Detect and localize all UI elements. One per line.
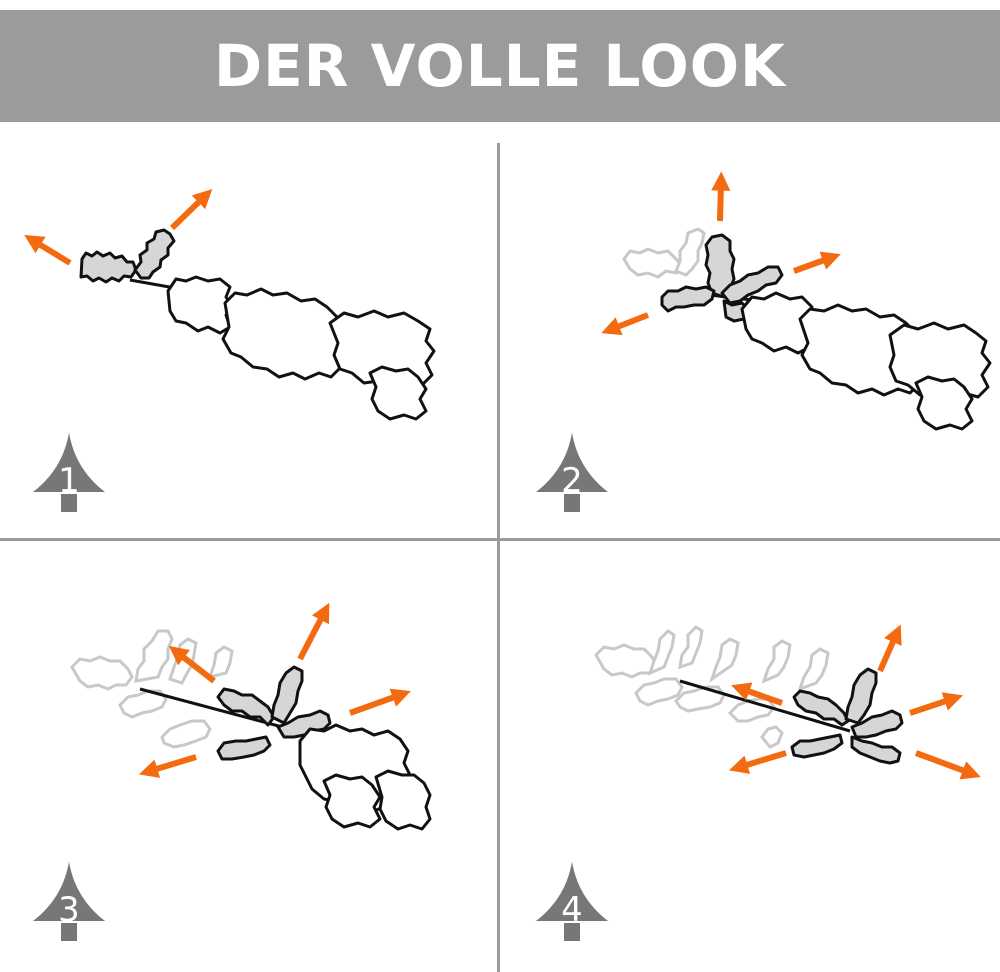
tree-icon bbox=[26, 854, 112, 943]
tree-icon bbox=[529, 854, 615, 943]
step-3-badge: 3 bbox=[24, 854, 114, 950]
step-3-illustration bbox=[70, 602, 432, 831]
step-1-illustration bbox=[24, 188, 436, 421]
header-bar: DER VOLLE LOOK bbox=[0, 10, 1000, 122]
step-number: 1 bbox=[58, 461, 80, 501]
tree-icon bbox=[26, 425, 112, 514]
step-1-panel: 1 bbox=[0, 143, 497, 538]
step-4-illustration bbox=[594, 624, 981, 780]
step-4-badge: 4 bbox=[527, 854, 617, 950]
step-3-panel: 3 bbox=[0, 541, 497, 943]
horizontal-divider bbox=[0, 538, 1000, 541]
step-number: 2 bbox=[561, 461, 583, 501]
step-number: 4 bbox=[561, 890, 583, 930]
step-1-badge: 1 bbox=[24, 425, 114, 521]
page-title: DER VOLLE LOOK bbox=[214, 32, 786, 100]
step-2-illustration bbox=[601, 171, 992, 431]
tree-icon bbox=[529, 425, 615, 514]
step-2-panel: 2 bbox=[500, 143, 997, 538]
vertical-divider bbox=[497, 143, 500, 972]
step-2-badge: 2 bbox=[527, 425, 617, 521]
step-number: 3 bbox=[58, 890, 80, 930]
step-4-panel: 4 bbox=[500, 541, 997, 943]
